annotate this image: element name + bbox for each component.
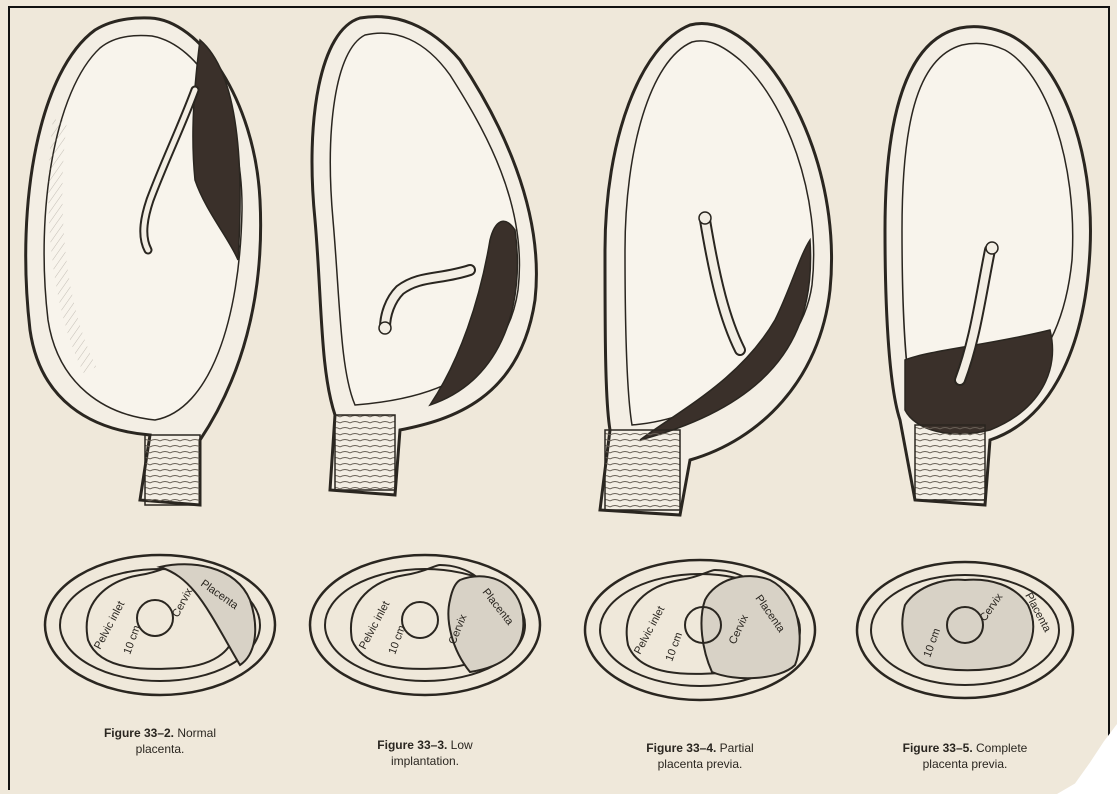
caption-number: Figure 33–4. — [646, 741, 716, 755]
caption-text-line1: Partial — [720, 741, 754, 755]
label-pelvic-inlet: Pelvic inlet — [92, 599, 127, 651]
cervix-canal — [145, 435, 200, 505]
caption-figure-33-3: Figure 33–3. Low implantation. — [325, 737, 525, 769]
pelvic-inlet-diagram-complete: 10 cm Cervix Placenta — [857, 562, 1073, 698]
placenta-region — [902, 580, 1033, 671]
caption-text-line2: placenta. — [60, 741, 260, 757]
pelvic-inlet-diagram-normal: Pelvic inlet 10 cm Cervix Placenta — [45, 555, 275, 695]
caption-text-line1: Normal — [177, 726, 216, 740]
label-pelvic-inlet: Pelvic inlet — [357, 599, 392, 651]
caption-text-line1: Complete — [976, 741, 1027, 755]
pelvic-inlet-diagram-low: Pelvic inlet 10 cm Cervix Placenta — [310, 555, 540, 695]
uterus-drawing-low-implantation — [312, 17, 536, 495]
caption-text-line2: placenta previa. — [865, 756, 1065, 772]
label-pelvic-inlet: Pelvic inlet — [632, 604, 667, 656]
caption-text-line1: Low — [451, 738, 473, 752]
caption-figure-33-2: Figure 33–2. Normal placenta. — [60, 725, 260, 757]
caption-number: Figure 33–5. — [903, 741, 973, 755]
uterus-drawing-normal — [26, 18, 261, 505]
caption-figure-33-4: Figure 33–4. Partial placenta previa. — [600, 740, 800, 772]
label-10cm: 10 cm — [387, 624, 409, 656]
pelvic-inlet-diagram-partial: Pelvic inlet 10 cm Cervix Placenta — [585, 560, 815, 700]
caption-number: Figure 33–3. — [377, 738, 447, 752]
uterus-drawing-partial-previa — [600, 24, 832, 515]
label-10cm: 10 cm — [664, 631, 686, 663]
cervix-circle — [137, 600, 173, 636]
caption-text-line2: implantation. — [325, 753, 525, 769]
label-cervix: Cervix — [170, 586, 195, 620]
caption-number: Figure 33–2. — [104, 726, 174, 740]
cervix-circle — [402, 602, 438, 638]
caption-text-line2: placenta previa. — [600, 756, 800, 772]
caption-figure-33-5: Figure 33–5. Complete placenta previa. — [865, 740, 1065, 772]
uterus-drawing-complete-previa — [885, 27, 1090, 505]
label-10cm: 10 cm — [122, 624, 144, 656]
